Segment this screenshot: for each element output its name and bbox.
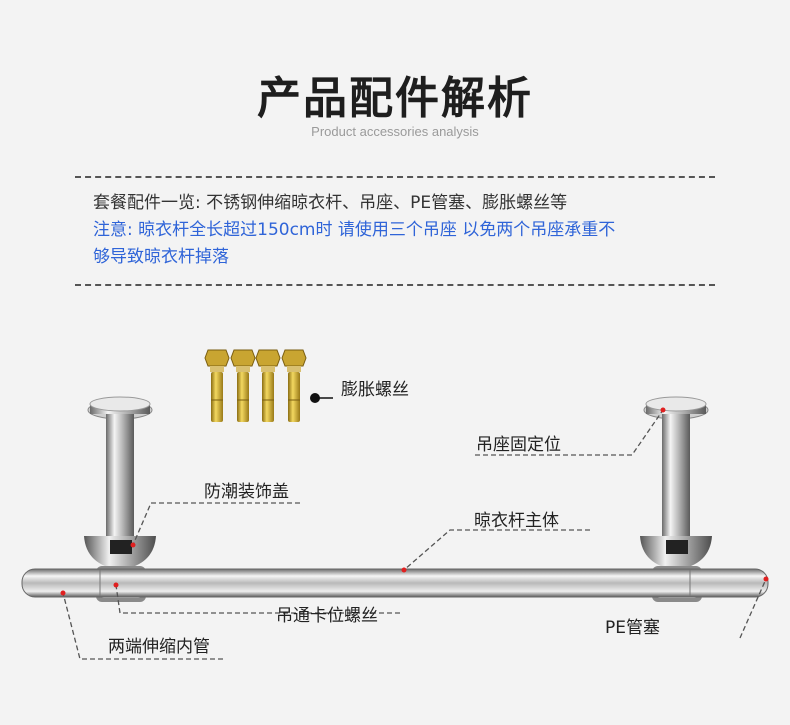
bottom-divider [75, 284, 715, 286]
label-rod-body: 晾衣杆主体 [474, 511, 559, 531]
label-expansion-screw: 膨胀螺丝 [341, 380, 409, 400]
screw-1 [204, 349, 230, 422]
notice-text-line1: 注意: 晾衣杆全长超过150cm时 请使用三个吊座 以免两个吊座承重不 [93, 220, 616, 240]
label-mount-fixing: 吊座固定位 [476, 435, 561, 455]
top-divider [75, 176, 715, 178]
label-inner-tube: 两端伸缩内管 [108, 637, 210, 657]
package-list-text: 套餐配件一览: 不锈钢伸缩晾衣杆、吊座、PE管塞、膨胀螺丝等 [93, 193, 568, 213]
screw-2 [230, 349, 256, 422]
page-title: 产品配件解析 [257, 73, 533, 124]
expansion-screws [204, 349, 307, 422]
page-subtitle: Product accessories analysis [311, 124, 479, 139]
notice-text-line2: 够导致晾衣杆掉落 [93, 247, 229, 267]
accessory-info: 套餐配件一览: 不锈钢伸缩晾衣杆、吊座、PE管塞、膨胀螺丝等 注意: 晾衣杆全长… [93, 190, 713, 271]
screw-3 [255, 349, 281, 422]
red-markers [60, 407, 769, 596]
clothes-rod [21, 568, 769, 598]
screw-4 [281, 349, 307, 422]
leader-lines [62, 409, 767, 660]
label-clamp-screw: 吊通卡位螺丝 [276, 606, 378, 626]
label-pe-plug: PE管塞 [605, 618, 660, 638]
label-moisture-cover: 防潮装饰盖 [204, 482, 289, 502]
